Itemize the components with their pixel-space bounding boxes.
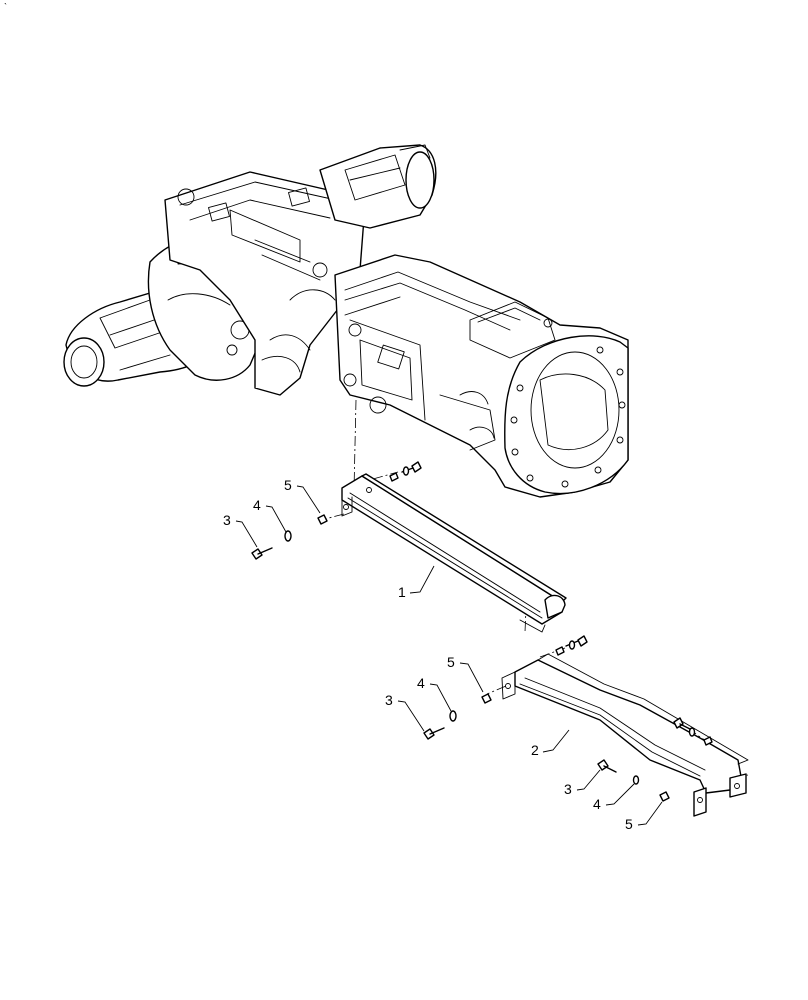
bracket-upper (341, 473, 567, 633)
washer-middle (449, 710, 457, 722)
bolt-right-bracket2 (673, 717, 693, 731)
hardware (251, 461, 713, 802)
bolt-upper-left (251, 547, 273, 560)
nut-upper-right (389, 472, 399, 482)
bolt-middle (423, 727, 445, 740)
nut-right-bracket2 (703, 736, 713, 746)
callout-bracket-lower: 2 (531, 742, 539, 758)
callout-nut-lower: 5 (625, 816, 633, 832)
washer-upper-right (402, 466, 410, 476)
callout-bracket-upper: 1 (398, 584, 406, 600)
callout-nut-middle: 5 (447, 654, 455, 670)
callout-nut-upper: 5 (284, 477, 292, 493)
callout-washer-lower: 4 (593, 796, 601, 812)
washer-upper-left (284, 530, 292, 542)
callout-bolt-upper: 3 (223, 512, 231, 528)
nut-middle (481, 693, 492, 704)
washer-right-bracket2 (688, 727, 696, 737)
washer-lower (632, 775, 640, 785)
washer-upper-bracket2 (568, 640, 576, 650)
bracket-lower (501, 653, 749, 817)
transmission-assembly (63, 144, 629, 498)
nut-lower (659, 791, 670, 802)
callout-bolt-lower: 3 (564, 781, 572, 797)
callout-bolt-middle: 3 (385, 692, 393, 708)
callout-washer-middle: 4 (417, 675, 425, 691)
corner-mark: ` (4, 2, 7, 12)
leader-lines (235, 485, 663, 826)
nut-upper-bracket2 (555, 646, 565, 656)
callout-washer-upper: 4 (253, 497, 261, 513)
nut-upper-left (317, 514, 328, 525)
callouts: 1 2 3 4 5 3 4 5 3 4 5 (223, 477, 633, 832)
bolt-lower (597, 759, 617, 773)
